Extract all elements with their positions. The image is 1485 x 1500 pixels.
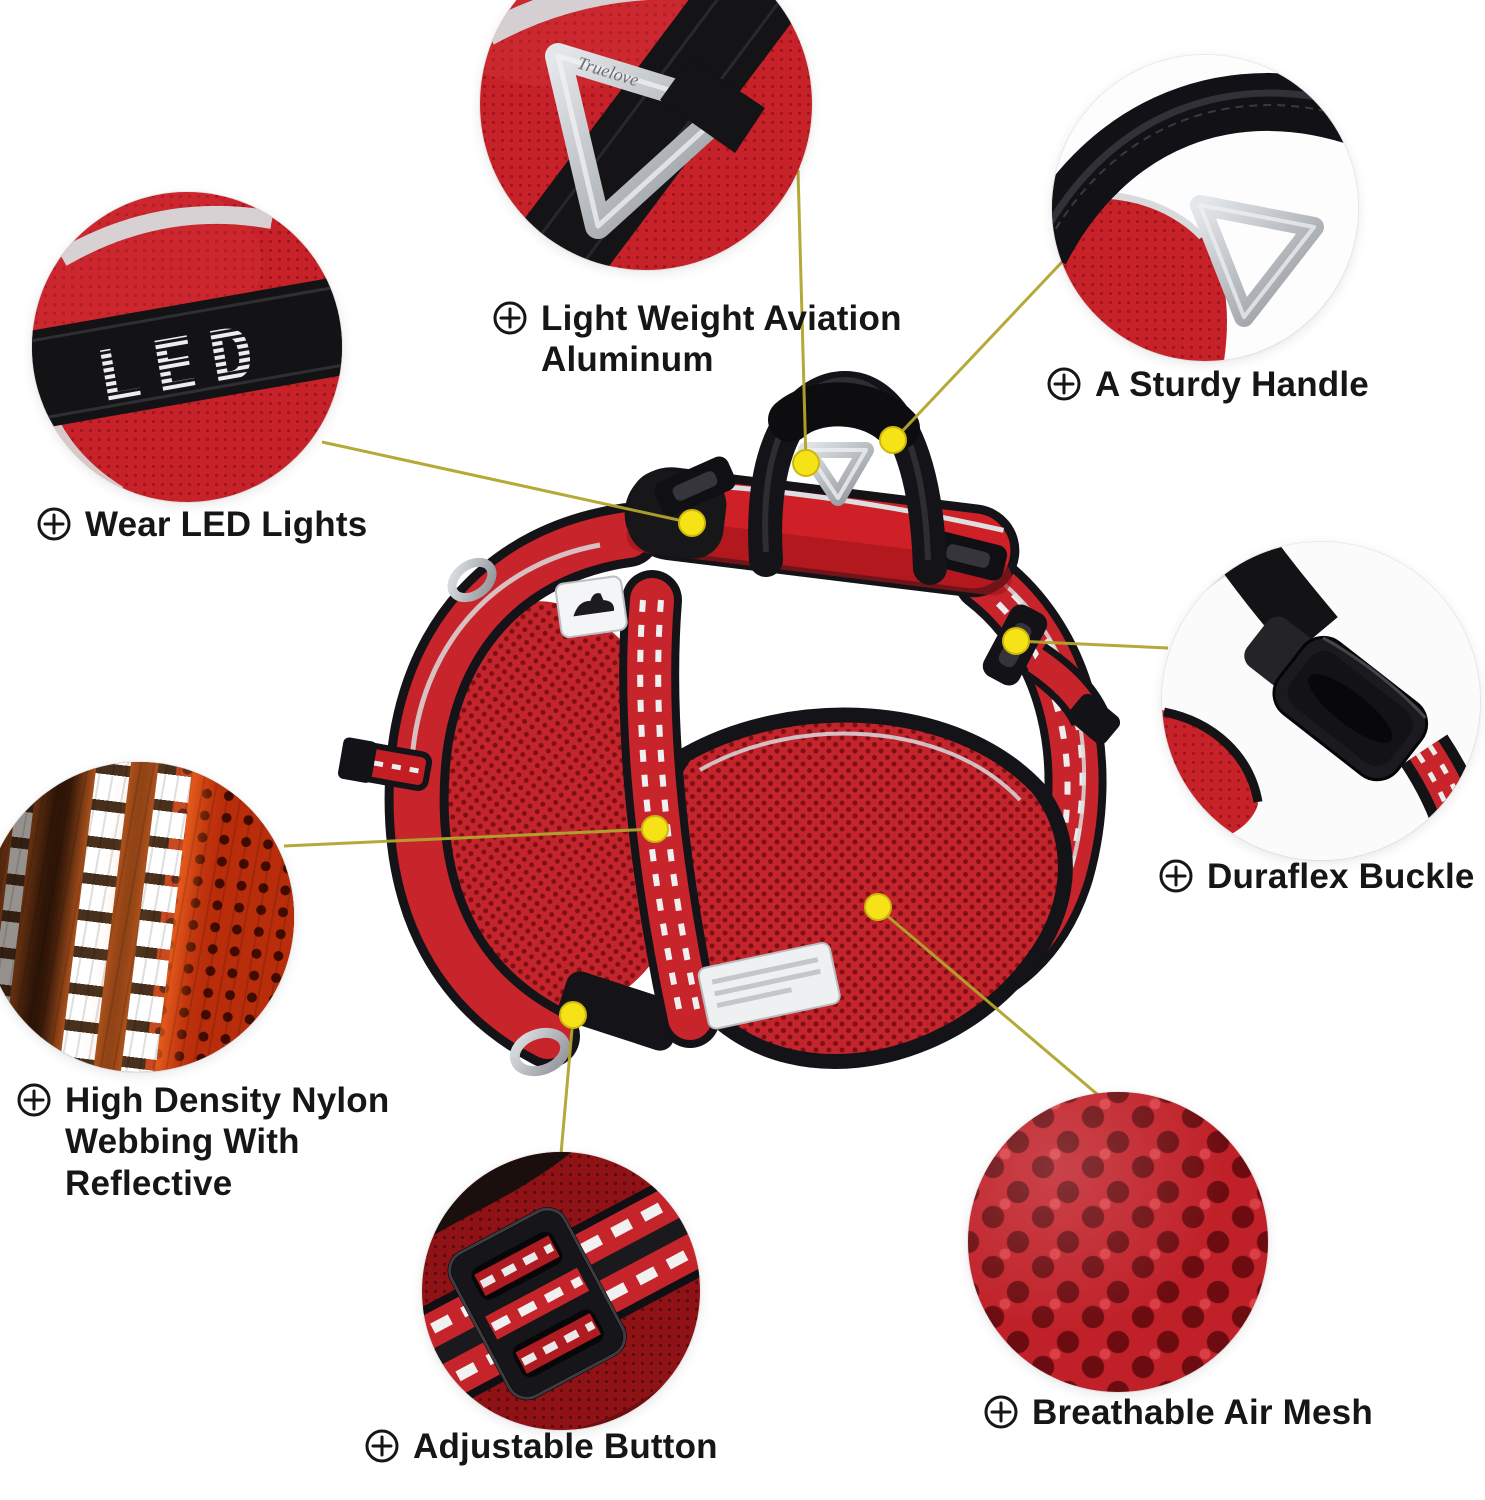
buckle-top-left [654, 456, 736, 516]
side-strap-stub [337, 737, 433, 791]
connector-adjuster [559, 1017, 575, 1155]
callout-photo-led-strap: LED [32, 192, 342, 502]
feature-label-aluminum: Light Weight Aviation Aluminum [492, 298, 902, 381]
callout-photo-handle [1052, 55, 1358, 361]
reflective-stitching [948, 573, 1086, 987]
reflective-trim [57, 205, 274, 266]
marker-dot-buckle [1002, 627, 1030, 655]
marker-dot-mesh [864, 893, 892, 921]
callout-connectors [283, 169, 1169, 1155]
feature-text: Light Weight Aviation Aluminum [541, 299, 902, 380]
reflective-stitching [655, 599, 702, 1019]
feature-label-led: Wear LED Lights [36, 504, 367, 545]
tri-glide-slider [447, 1207, 627, 1401]
callout-photo-air-mesh [968, 1092, 1268, 1392]
metal-d-ring [447, 557, 497, 603]
feature-label-buckle: Duraflex Buckle [1158, 856, 1475, 897]
circled-plus-icon [1159, 859, 1193, 893]
feature-label-handle: A Sturdy Handle [1046, 364, 1369, 405]
feature-label-webbing: High Density Nylon Webbing With Reflecti… [16, 1080, 389, 1204]
connector-handle [891, 260, 1064, 443]
connector-aluminum [796, 169, 808, 463]
feature-text: High Density Nylon Webbing With Reflecti… [65, 1081, 390, 1203]
weave-rows-overlay [0, 762, 294, 1072]
connector-mesh [877, 906, 1105, 1102]
metal-d-ring [509, 1027, 571, 1077]
callout-photo-buckle [1162, 542, 1480, 860]
aluminum-v-ring [798, 442, 874, 506]
reflective-piping [409, 542, 601, 761]
callout-photo-reflective-webbing [0, 762, 294, 1072]
callout-photo-adjustable-button [422, 1152, 700, 1430]
reflective-stitching [637, 599, 684, 1019]
feature-text: Breathable Air Mesh [1032, 1393, 1373, 1432]
feature-text: Duraflex Buckle [1207, 857, 1475, 896]
callout-dots [559, 426, 1030, 1029]
black-webbing [1202, 542, 1338, 657]
circled-plus-icon [1047, 367, 1081, 401]
marker-dot-aluminum [792, 449, 820, 477]
feature-label-mesh: Breathable Air Mesh [983, 1392, 1373, 1433]
reflective-trim [482, 0, 812, 45]
connector-webbing [283, 827, 656, 848]
duraflex-buckle [1244, 616, 1429, 782]
brand-patch [554, 575, 628, 639]
feature-text: Wear LED Lights [85, 505, 368, 544]
marker-dot-webbing [641, 815, 669, 843]
buckle-top-right [928, 531, 1008, 581]
marker-dot-handle [879, 426, 907, 454]
circled-plus-icon [984, 1395, 1018, 1429]
size-label-patch [697, 942, 841, 1030]
reflective-piping [698, 731, 1022, 802]
black-webbing [501, 0, 809, 270]
marker-dot-adjuster [559, 1001, 587, 1029]
front-strap [627, 578, 712, 1040]
aluminum-v-ring [1190, 195, 1324, 327]
harness [337, 370, 1121, 1077]
marker-dot-led [678, 509, 706, 537]
handle-strap [1052, 72, 1358, 265]
webbing-fold [660, 58, 765, 153]
callout-photo-aluminum-ring: Truelove [480, 0, 812, 270]
feature-label-adjuster: Adjustable Button [364, 1426, 718, 1467]
feature-text: Adjustable Button [413, 1427, 718, 1466]
circled-plus-icon [365, 1429, 399, 1463]
handle [748, 370, 947, 585]
circled-plus-icon [17, 1083, 51, 1117]
feature-text: A Sturdy Handle [1095, 365, 1369, 404]
circled-plus-icon [37, 507, 71, 541]
circled-plus-icon [493, 301, 527, 335]
connector-buckle [1015, 639, 1169, 650]
connector-led [321, 440, 693, 525]
strap-junction [558, 971, 682, 1051]
